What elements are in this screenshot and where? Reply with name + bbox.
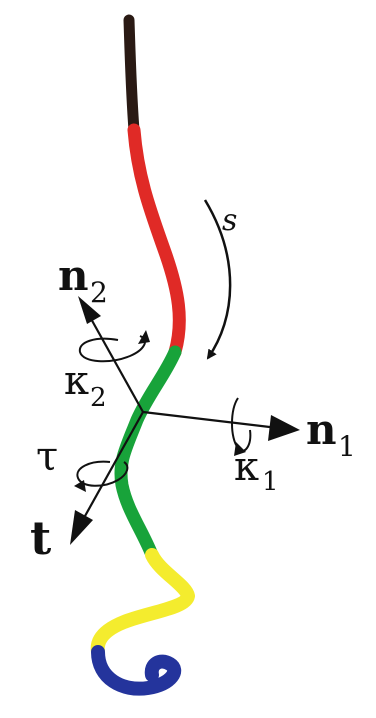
rotation-markers [74,330,252,492]
tangent-arrowhead [70,510,93,545]
normal-1-label: n [306,405,337,454]
arclength-arrow: s [203,199,237,360]
curvature-1-subscript: 1 [262,467,279,497]
frame-labels: n 2 κ 2 n 1 κ 1 τ t [30,251,356,565]
normal-1-subscript: 1 [338,430,356,463]
tangent-vector [79,411,144,526]
normal-2-label: n [58,251,89,300]
normal-2-subscript: 2 [90,276,108,309]
twist-rotation-arrowhead-icon [74,480,86,492]
normal-1-arrowhead [268,415,300,441]
curvature-1-label: κ [234,444,259,490]
normal-2-arrowhead [78,296,101,324]
arclength-arrow-line [203,199,232,360]
curvature-2-label: κ [64,358,89,404]
twist-label: τ [36,434,58,480]
filament-segment-dark [123,14,140,136]
filament-segment-green [114,345,182,562]
arclength-label: s [222,203,237,238]
curvature-2-rotation-arrowhead-icon [138,330,150,344]
curvature-2-rotation-icon [78,335,146,363]
filament-segment-blue [91,645,182,696]
filament-segment-red [127,123,186,359]
curvature-2-subscript: 2 [90,383,107,413]
filament-segment-yellow [90,548,195,659]
tangent-label: t [30,511,52,565]
curvature-1-rotation-arrowhead-icon [234,442,246,456]
filament [90,14,195,696]
normal-1-vector [142,410,279,430]
twist-rotation-icon [76,460,129,487]
